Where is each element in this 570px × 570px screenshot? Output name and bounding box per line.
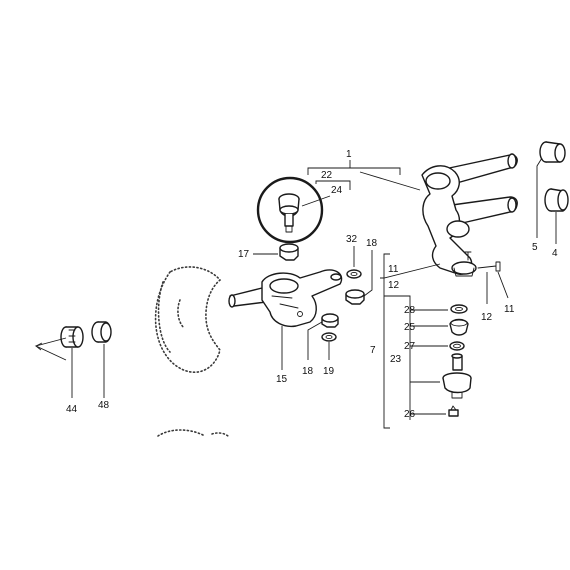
bushing-5 bbox=[539, 141, 566, 163]
washer-32 bbox=[346, 269, 362, 279]
callout-25: 25 bbox=[404, 322, 416, 333]
callout-labels: 1 22 24 17 32 18 11 12 15 18 19 7 23 28 … bbox=[66, 149, 558, 420]
callout-5: 5 bbox=[532, 242, 538, 253]
callout-23: 23 bbox=[390, 354, 402, 365]
bushing-4 bbox=[544, 188, 569, 212]
callout-11-left: 11 bbox=[388, 264, 399, 275]
ball-joint-24 bbox=[256, 176, 324, 244]
steering-knuckle-15 bbox=[228, 269, 343, 328]
ball-stud-23 bbox=[442, 353, 472, 399]
callout-18-lower: 18 bbox=[302, 366, 314, 377]
callout-11-right: 11 bbox=[504, 304, 515, 315]
callout-12-left: 12 bbox=[388, 280, 400, 291]
callout-7: 7 bbox=[370, 345, 376, 356]
callout-27: 27 bbox=[404, 341, 416, 352]
leader-lines bbox=[34, 157, 557, 429]
callout-48: 48 bbox=[98, 400, 110, 411]
fitting-26 bbox=[448, 405, 459, 417]
nut-18-lower bbox=[321, 313, 339, 328]
nut-17 bbox=[279, 243, 299, 261]
bearing-race-48 bbox=[91, 321, 112, 343]
boot-25 bbox=[449, 318, 469, 336]
washer-19 bbox=[321, 332, 337, 342]
washer-28 bbox=[450, 304, 468, 314]
callout-24: 24 bbox=[331, 185, 343, 196]
callout-15: 15 bbox=[276, 374, 288, 385]
bearing-44 bbox=[60, 326, 84, 348]
nut-18-upper bbox=[345, 289, 365, 305]
callout-12-right: 12 bbox=[481, 312, 493, 323]
callout-18-upper: 18 bbox=[366, 238, 378, 249]
callout-4: 4 bbox=[552, 248, 558, 259]
callout-26: 26 bbox=[404, 409, 416, 420]
brake-disc-outline bbox=[154, 266, 229, 437]
callout-32: 32 bbox=[346, 234, 358, 245]
callout-1: 1 bbox=[346, 149, 352, 160]
callout-17: 17 bbox=[238, 249, 250, 260]
callout-44: 44 bbox=[66, 404, 78, 415]
ring-27 bbox=[449, 341, 465, 351]
callout-28: 28 bbox=[404, 305, 416, 316]
callout-19: 19 bbox=[323, 366, 335, 377]
upper-control-arm bbox=[421, 153, 518, 277]
callout-22: 22 bbox=[321, 170, 333, 181]
